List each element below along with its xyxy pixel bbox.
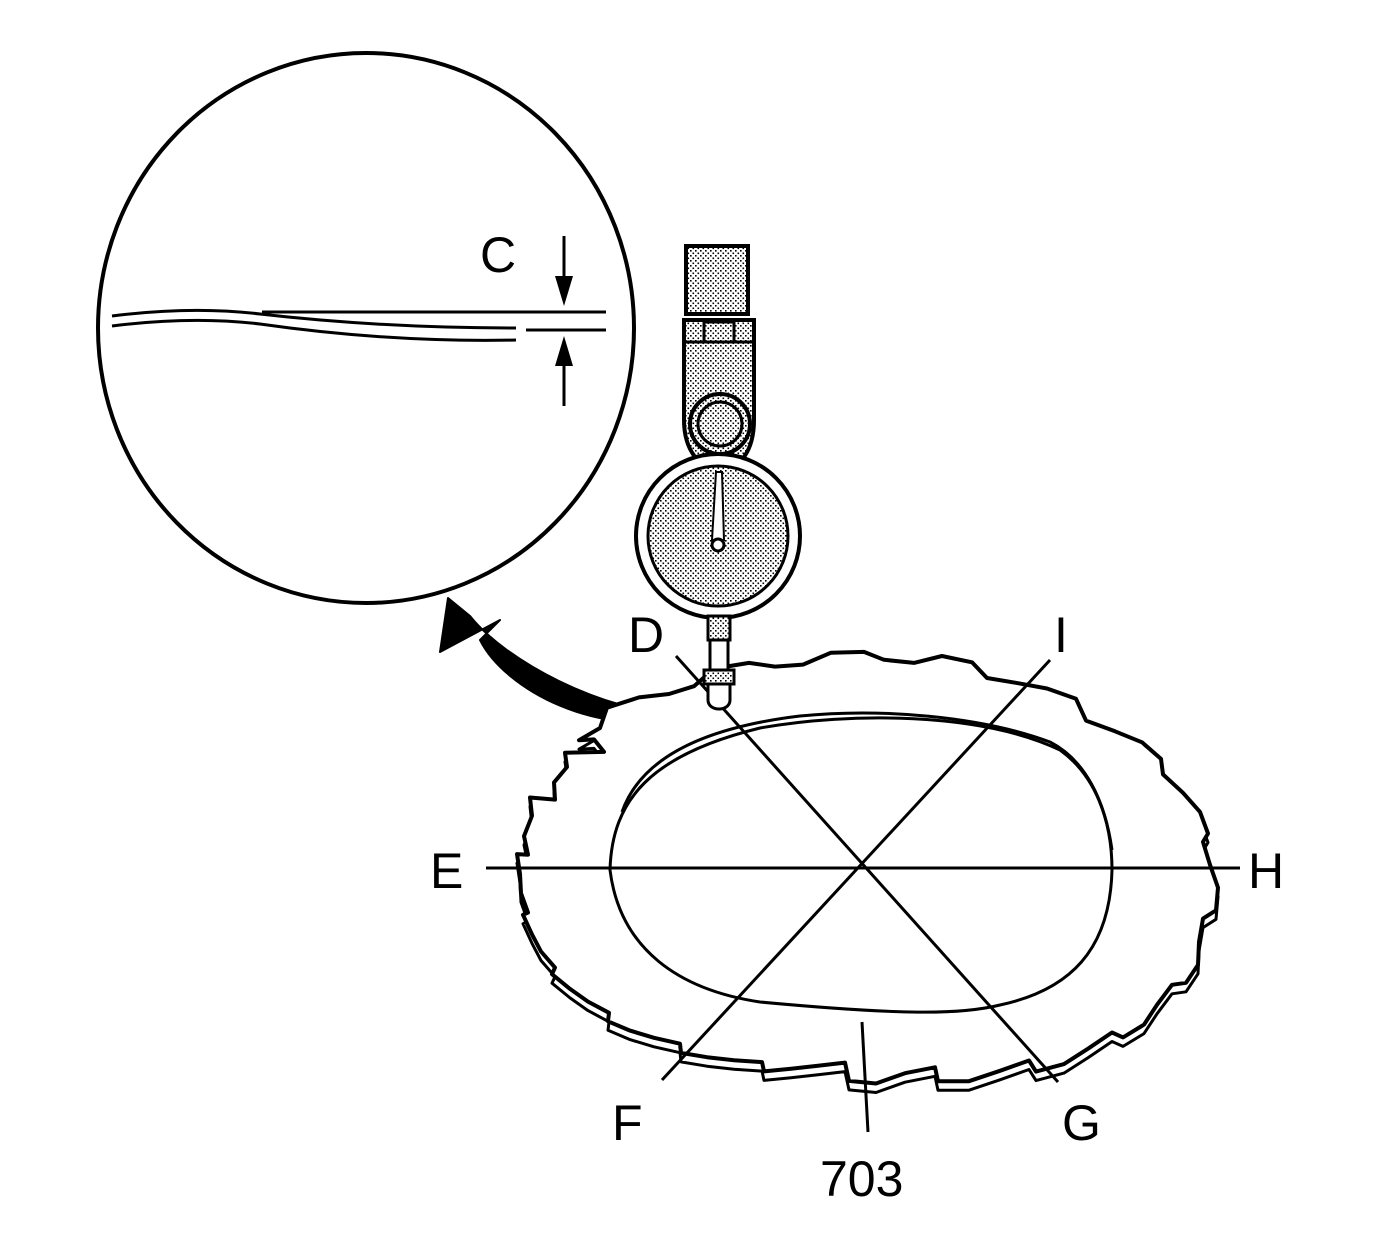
axis-d-g — [674, 654, 1060, 1084]
clutch-plate — [515, 649, 1220, 1133]
clearance-dimension-arrows — [555, 236, 573, 406]
label-f: F — [612, 1095, 643, 1151]
label-h: H — [1248, 843, 1284, 899]
dial-needle — [710, 471, 726, 541]
label-e: E — [430, 843, 463, 899]
label-d: D — [628, 607, 664, 663]
axis-i-f — [660, 658, 1052, 1082]
label-i: I — [1054, 607, 1068, 663]
measurement-axes — [486, 654, 1240, 1084]
detail-view-circle: C — [96, 51, 636, 605]
label-g: G — [1062, 1095, 1101, 1151]
label-c: C — [480, 227, 516, 283]
dial-indicator — [634, 244, 802, 711]
magnify-arrow — [439, 597, 687, 724]
part-number-label: 703 — [820, 1151, 903, 1207]
